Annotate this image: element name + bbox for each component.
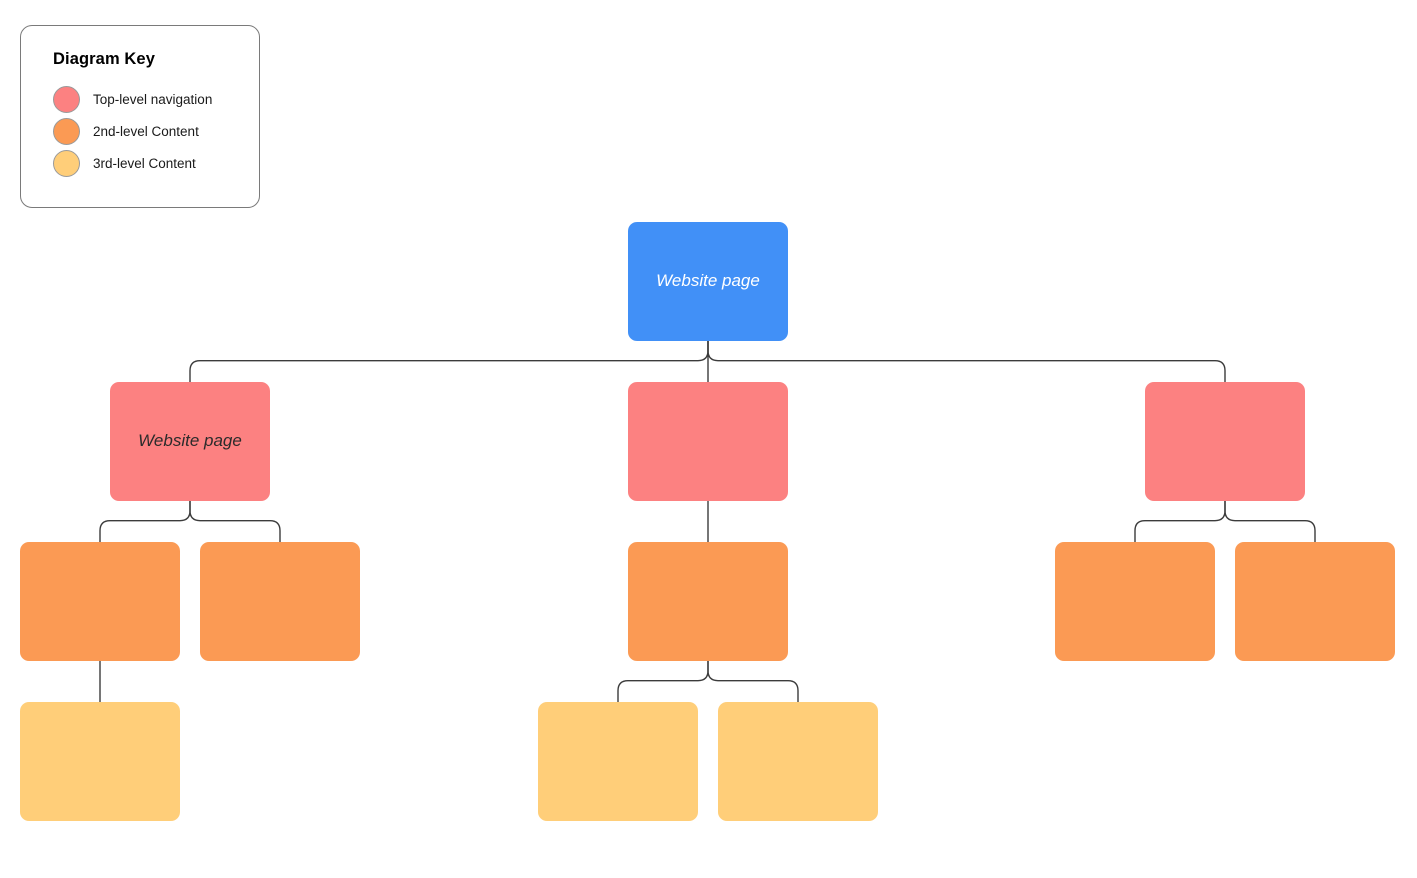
connector-n2a-to-n2a2: [707, 661, 799, 702]
legend-item-3rd-level-content: 3rd-level Content: [53, 149, 196, 177]
legend-item-2nd-level-content: 2nd-level Content: [53, 117, 199, 145]
legend-item-label: Top-level navigation: [93, 91, 213, 107]
node-n1b[interactable]: [200, 542, 360, 661]
node-n1a1[interactable]: [20, 702, 180, 821]
connector-n3-to-n3a: [1134, 501, 1226, 542]
node-root[interactable]: Website page: [628, 222, 788, 341]
legend-item-label: 2nd-level Content: [93, 123, 199, 139]
node-n2a1[interactable]: [538, 702, 698, 821]
node-n3b[interactable]: [1235, 542, 1395, 661]
connector-n1-to-n1a: [99, 501, 191, 542]
node-n2[interactable]: [628, 382, 788, 501]
node-n1a[interactable]: [20, 542, 180, 661]
node-n3a[interactable]: [1055, 542, 1215, 661]
legend-item-label: 3rd-level Content: [93, 155, 196, 171]
node-n3[interactable]: [1145, 382, 1305, 501]
legend-swatch-icon: [53, 85, 80, 113]
node-label: Website page: [138, 431, 242, 451]
connector-n3-to-n3b: [1224, 501, 1316, 542]
node-n2a2[interactable]: [718, 702, 878, 821]
legend-swatch-icon: [53, 117, 80, 145]
connector-n2a-to-n2a1: [617, 661, 709, 702]
node-label: Website page: [656, 271, 760, 291]
node-n2a[interactable]: [628, 542, 788, 661]
connector-root-to-n1: [189, 341, 709, 382]
connector-root-to-n3: [707, 341, 1226, 382]
connector-n1-to-n1b: [189, 501, 281, 542]
legend-swatch-icon: [53, 149, 80, 177]
diagram-key-title: Diagram Key: [53, 50, 155, 68]
diagram-key-panel: Diagram Key Top-level navigation 2nd-lev…: [20, 25, 260, 208]
node-n1[interactable]: Website page: [110, 382, 270, 501]
legend-item-top-level-navigation: Top-level navigation: [53, 85, 212, 113]
